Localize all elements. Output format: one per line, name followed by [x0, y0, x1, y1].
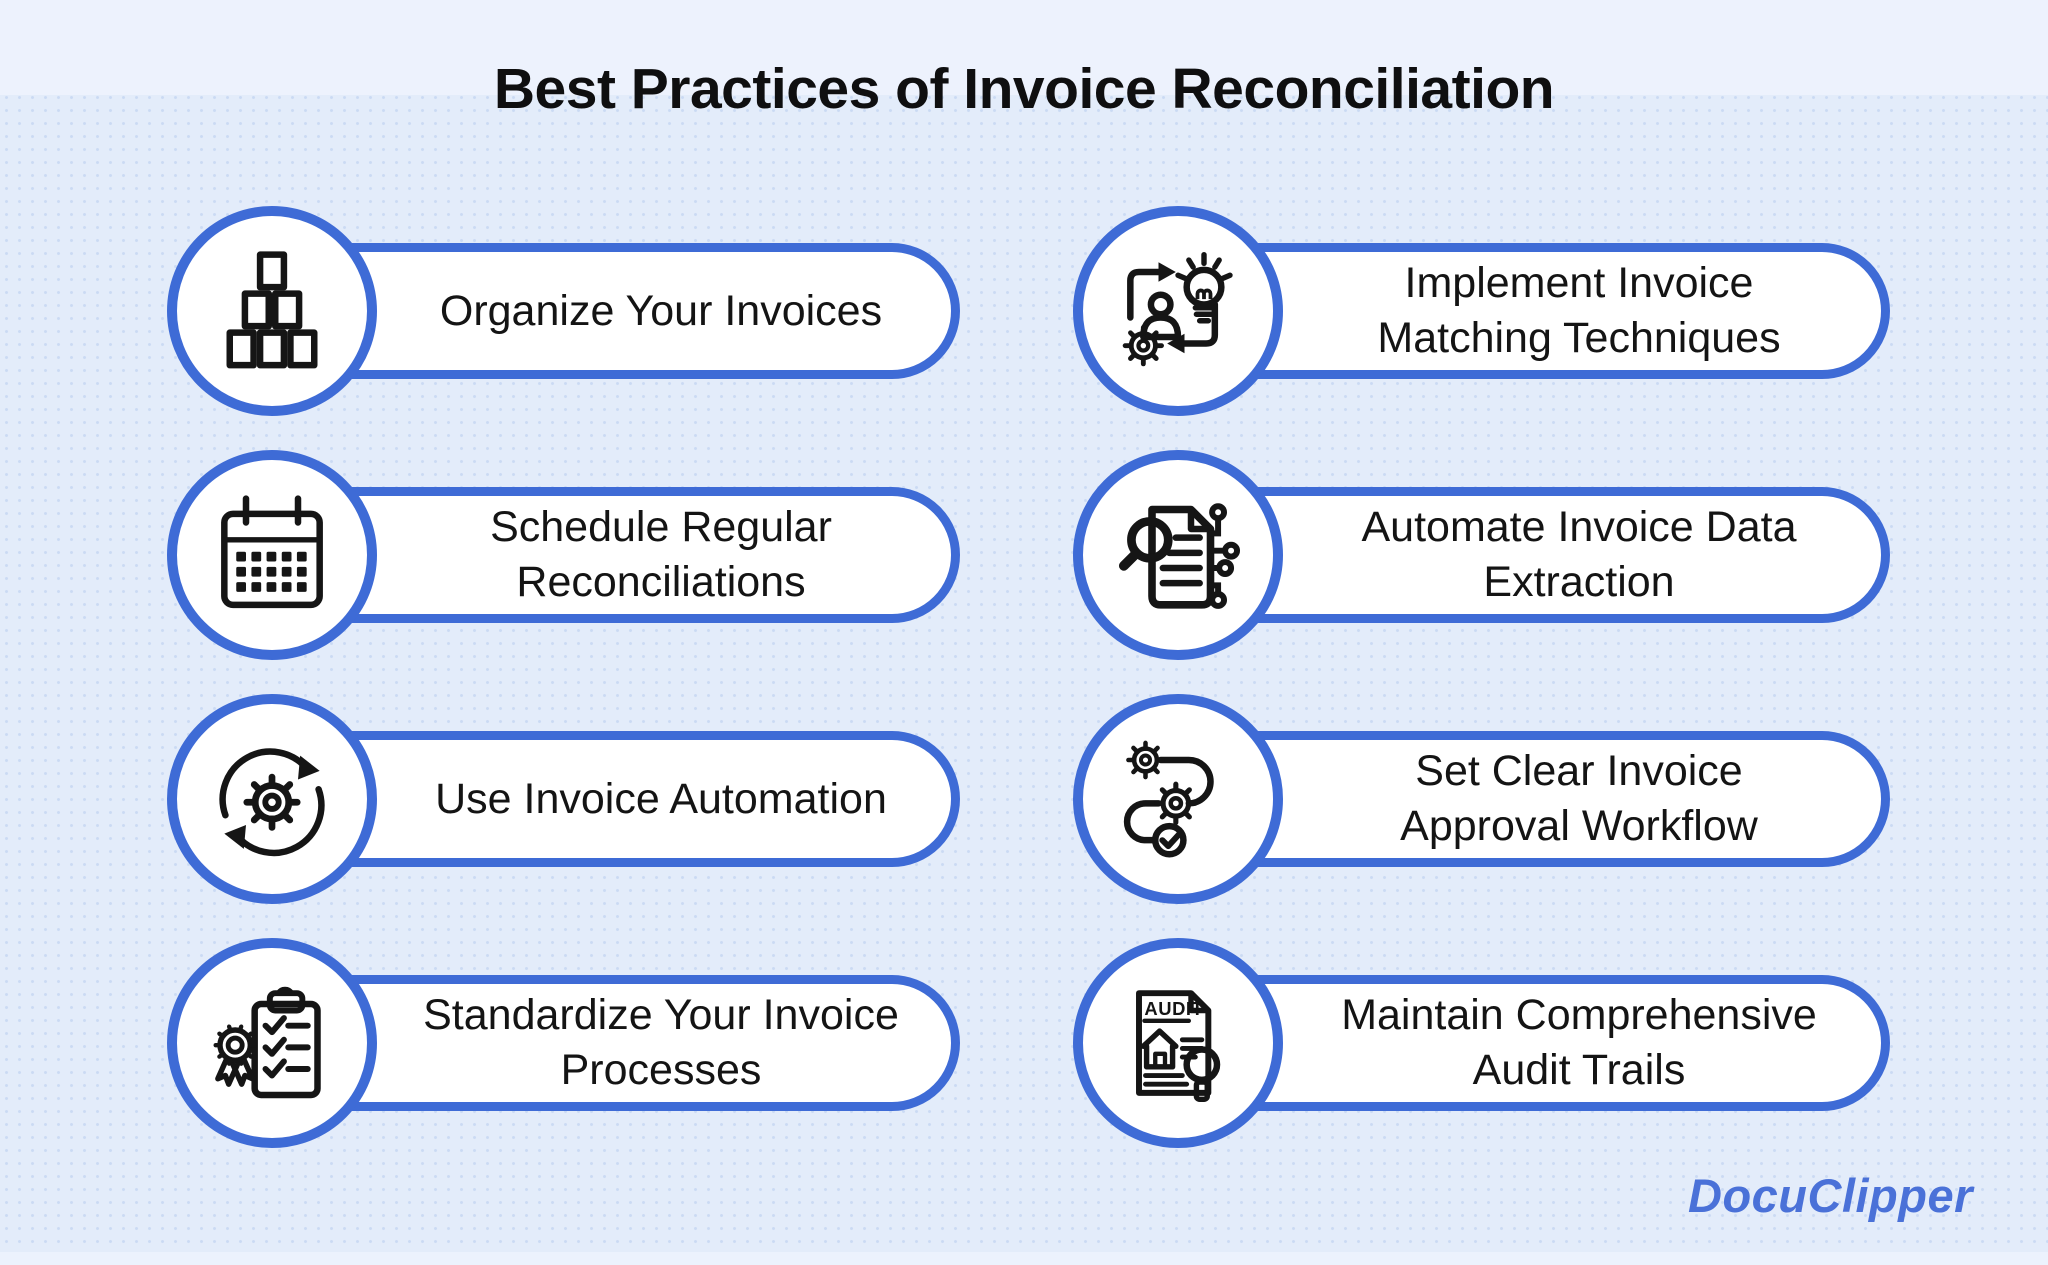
icon-badge [167, 206, 377, 416]
brand-logo: DocuClipper [1688, 1169, 1973, 1222]
audit-document-icon: AUDIT [1136, 990, 1221, 1103]
item-label: Maintain Comprehensive [1341, 991, 1817, 1039]
page-title: Best Practices of Invoice Reconciliation [493, 57, 1555, 121]
automation-gear-icon [219, 748, 325, 857]
matching-idea-icon [1113, 251, 1233, 376]
label-pill: Set Clear Invoice Approval Workflow [1176, 731, 1890, 867]
item-label: Use Invoice Automation [435, 774, 887, 823]
label-pill: Use Invoice Automation [270, 731, 960, 867]
blocks-hierarchy-icon [226, 251, 318, 369]
item-label: Set Clear Invoice [1415, 747, 1743, 795]
document-scan-icon [1118, 503, 1241, 609]
icon-badge: AUDIT [1073, 938, 1283, 1148]
approval-workflow-icon [1123, 734, 1214, 858]
item-label: Schedule Regular [490, 503, 832, 551]
label-pill: Automate Invoice Data Extraction [1176, 487, 1890, 623]
certified-checklist-icon [213, 986, 321, 1099]
label-pill: Schedule Regular Reconciliations [270, 487, 960, 623]
item-label: Reconciliations [516, 558, 806, 606]
icon-badge [1073, 450, 1283, 660]
label-pill: Maintain Comprehensive Audit Trails [1176, 975, 1890, 1111]
label-pill: Organize Your Invoices [270, 243, 960, 379]
icon-badge [1073, 694, 1283, 904]
item-label: Organize Your Invoices [439, 286, 883, 335]
item-label: Extraction [1483, 558, 1675, 606]
item-label: Automate Invoice Data [1361, 503, 1797, 551]
label-pill: Standardize Your Invoice Processes [270, 975, 960, 1111]
item-label: Matching Techniques [1377, 314, 1781, 362]
icon-badge [1073, 206, 1283, 416]
item-label: Approval Workflow [1400, 802, 1758, 850]
item-label: Standardize Your Invoice [423, 991, 899, 1039]
label-pill: Implement Invoice Matching Techniques [1176, 243, 1890, 379]
item-label: Audit Trails [1472, 1046, 1686, 1094]
icon-badge [167, 450, 377, 660]
audit-icon-label: AUDIT [1144, 998, 1203, 1019]
item-label: Implement Invoice [1404, 259, 1754, 307]
background-top-band [0, 0, 2048, 95]
background-bottom-band [0, 1252, 2048, 1265]
icon-badge [167, 694, 377, 904]
icon-badge [167, 938, 377, 1148]
item-label: Processes [560, 1046, 762, 1094]
calendar-icon [221, 495, 323, 609]
